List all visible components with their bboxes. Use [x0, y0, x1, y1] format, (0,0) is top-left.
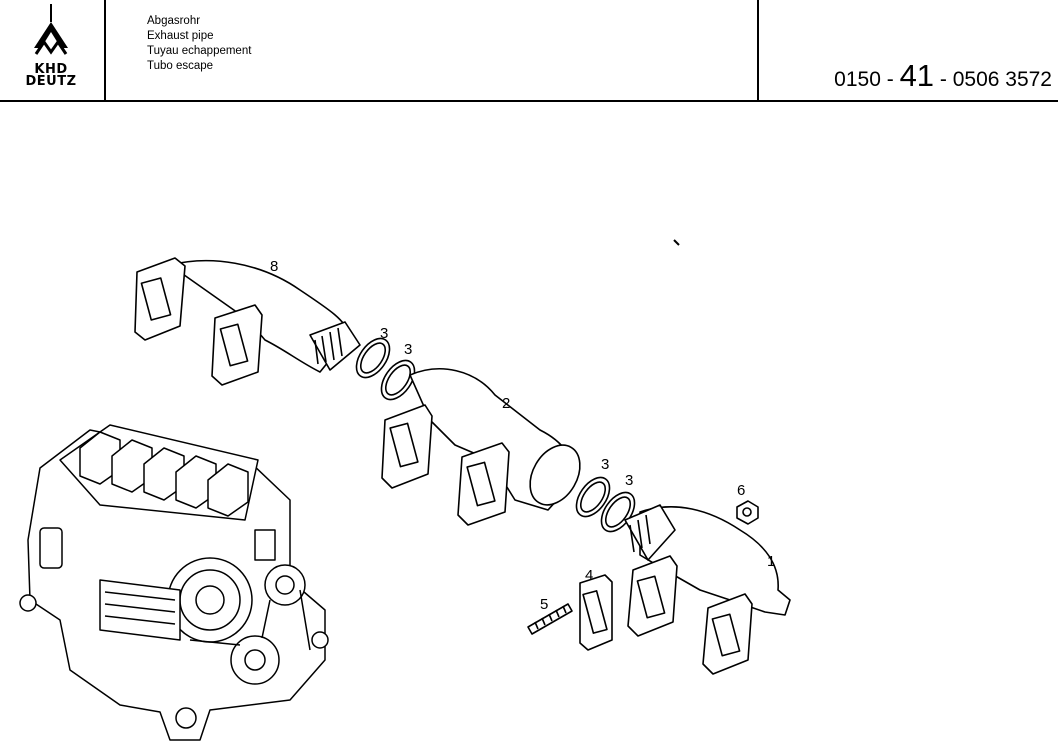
title-es: Tubo escape	[147, 60, 214, 72]
callout-5: 5	[540, 596, 548, 613]
callout-4: 4	[585, 567, 593, 584]
divider	[757, 0, 759, 101]
callout-3: 3	[625, 472, 633, 489]
title-de: Abgasrohr	[147, 15, 201, 27]
part-number-group: 41	[899, 58, 935, 93]
part-number-prefix: 0150 -	[834, 68, 894, 91]
callout-6: 6	[737, 482, 745, 499]
callout-3: 3	[404, 341, 412, 358]
khd-deutz-logo-icon: KHD DEUTZ	[4, 2, 98, 98]
callout-2: 2	[502, 395, 510, 412]
logo-text-deutz: DEUTZ	[25, 74, 77, 89]
title-block: Abgasrohr Exhaust pipe Tuyau echappement…	[147, 14, 251, 74]
part-number-suffix: - 0506 3572	[939, 68, 1052, 91]
divider	[104, 0, 106, 101]
title-en: Exhaust pipe	[147, 30, 214, 42]
callout-3: 3	[380, 325, 388, 342]
exploded-view-drawing: 8 3 3 2 3 3 6 1 4 5	[0, 102, 1058, 746]
callout-8: 8	[270, 258, 278, 275]
callout-1: 1	[767, 553, 775, 570]
title-fr: Tuyau echappement	[147, 45, 252, 57]
part-number: 0150 - 41 - 0506 3572	[834, 58, 1052, 94]
header: KHD DEUTZ Abgasrohr Exhaust pipe Tuyau e…	[0, 0, 1058, 102]
exhaust-manifold-drawing-icon: 8 3 3 2 3 3 6 1 4 5	[19, 239, 791, 741]
callout-3: 3	[601, 456, 609, 473]
divider	[0, 100, 1058, 102]
engine-drawing-icon	[19, 424, 329, 741]
logo-text-khd: KHD	[34, 62, 68, 77]
